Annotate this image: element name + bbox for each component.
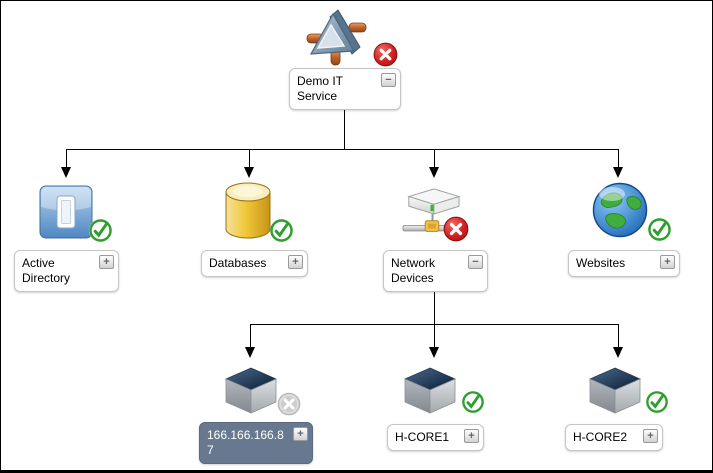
- connector-root-trunk: [344, 110, 345, 149]
- node-databases[interactable]: Databases +: [201, 250, 308, 277]
- arrowhead-icon: [429, 167, 439, 178]
- expand-button[interactable]: +: [643, 429, 658, 443]
- network-cube-icon[interactable]: [224, 366, 278, 416]
- healthy-badge-icon: [89, 219, 112, 242]
- expand-button[interactable]: +: [660, 255, 675, 269]
- connector-branch-websites: [618, 149, 619, 169]
- connector-branch-h-core2: [618, 324, 619, 348]
- node-websites[interactable]: Websites +: [568, 250, 680, 277]
- healthy-badge-icon: [461, 390, 485, 414]
- node-label-text: H-CORE1: [395, 430, 450, 444]
- arrowhead-icon: [245, 347, 255, 358]
- connector-branch-active-directory: [66, 149, 67, 169]
- node-label-text: Databases: [209, 256, 267, 270]
- node-label-text: 166.166.166.87: [207, 428, 284, 457]
- connector-branch-databases: [249, 149, 250, 169]
- node-active-directory[interactable]: Active Directory +: [14, 250, 119, 292]
- connector-branch-network-devices: [434, 149, 435, 169]
- unmonitored-badge-icon: [277, 392, 301, 416]
- arrowhead-icon: [244, 167, 254, 178]
- node-label-text: Websites: [576, 256, 626, 270]
- node-label-text: H-CORE2: [573, 430, 628, 444]
- error-badge-icon: [373, 42, 398, 67]
- distributed-application-icon[interactable]: [305, 8, 369, 66]
- expand-button[interactable]: +: [464, 429, 479, 443]
- node-label-text: Network Devices: [391, 256, 436, 285]
- expand-button[interactable]: +: [99, 255, 114, 269]
- network-cube-icon[interactable]: [588, 366, 642, 416]
- collapse-button[interactable]: −: [468, 255, 483, 269]
- expand-button[interactable]: +: [293, 427, 308, 441]
- network-device-icon[interactable]: [399, 185, 465, 241]
- error-badge-icon: [443, 216, 469, 242]
- arrowhead-icon: [61, 167, 71, 178]
- healthy-badge-icon: [645, 390, 669, 414]
- connector-network-devices-trunk: [434, 292, 435, 324]
- node-h-core2[interactable]: H-CORE2 +: [565, 424, 663, 451]
- node-network-devices[interactable]: Network Devices −: [383, 250, 488, 292]
- arrowhead-icon: [613, 167, 623, 178]
- expand-button[interactable]: +: [288, 255, 303, 269]
- collapse-button[interactable]: −: [381, 73, 396, 87]
- node-label-text: Active Directory: [22, 256, 71, 285]
- node-ip-166-166-166-87[interactable]: 166.166.166.87 +: [199, 422, 313, 464]
- connector-branch-ip-node: [250, 324, 251, 348]
- node-demo-it-service[interactable]: Demo IT Service −: [289, 68, 401, 110]
- arrowhead-icon: [429, 347, 439, 358]
- database-icon[interactable]: [223, 182, 273, 240]
- connector-branch-h-core1: [434, 324, 435, 348]
- node-h-core1[interactable]: H-CORE1 +: [387, 424, 484, 451]
- healthy-badge-icon: [270, 219, 293, 242]
- node-label-text: Demo IT Service: [297, 74, 343, 103]
- network-cube-icon[interactable]: [403, 366, 457, 416]
- healthy-badge-icon: [648, 218, 671, 241]
- connector-root-rail: [66, 149, 619, 150]
- arrowhead-icon: [613, 347, 623, 358]
- globe-icon[interactable]: [591, 181, 649, 239]
- active-directory-icon[interactable]: [39, 185, 93, 239]
